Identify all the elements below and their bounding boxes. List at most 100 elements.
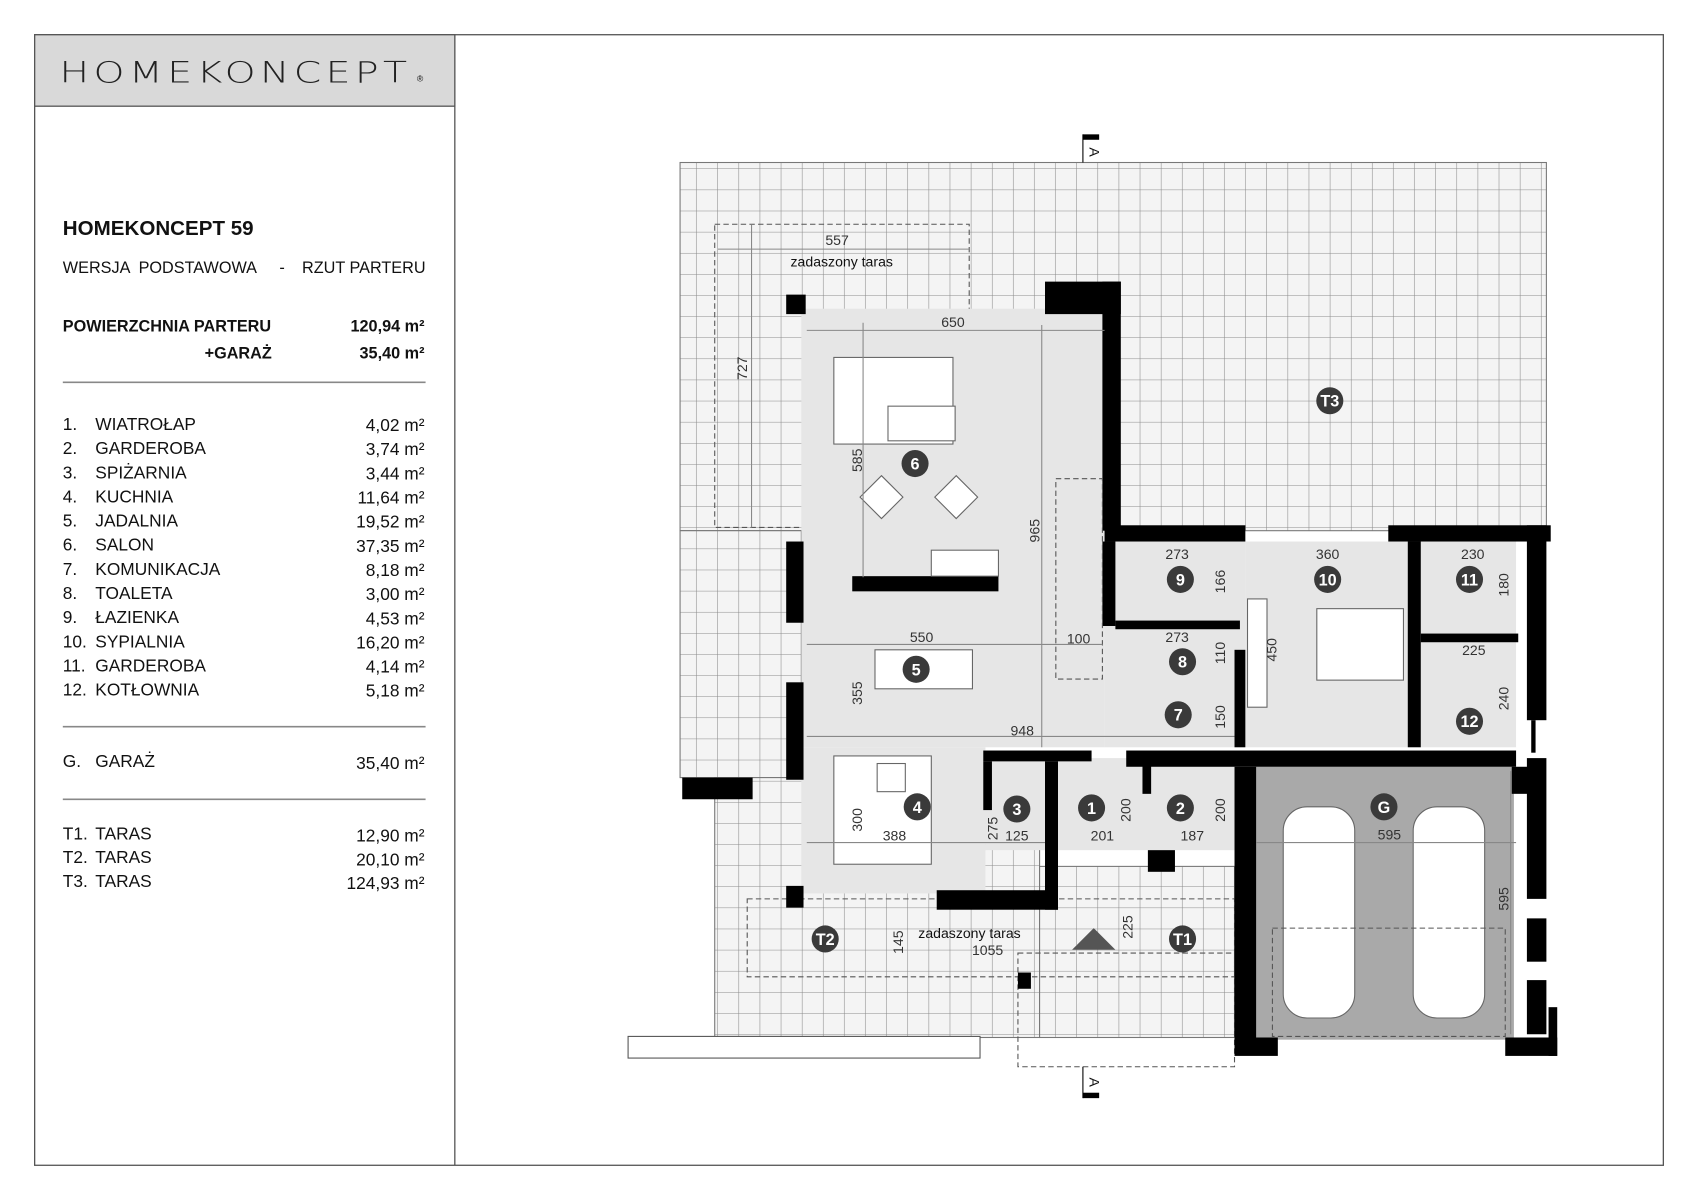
- room-number: 4.: [63, 486, 77, 506]
- room-area: 3,00 m²: [366, 584, 425, 604]
- room-area: 11,64 m²: [357, 488, 424, 508]
- room-area: 4,14 m²: [366, 657, 425, 677]
- garage-value: 35,40 m²: [360, 345, 426, 363]
- terrace-number: T3.: [63, 871, 88, 891]
- room-name: TOALETA: [95, 583, 173, 603]
- room-marker-label: T1: [1173, 931, 1192, 949]
- dimension-label: 1055: [972, 942, 1003, 958]
- room-marker-badge: [1316, 387, 1344, 415]
- room-marker: T1: [1168, 925, 1197, 953]
- garage-row-area: 35,40 m²: [356, 753, 425, 773]
- dimension-label: 948: [1011, 722, 1035, 738]
- room-area: 16,20 m²: [356, 632, 425, 652]
- area-value: 120,94 m²: [350, 317, 425, 335]
- dimension-lines: [717, 224, 1517, 1035]
- garage-row-name: GARAŻ: [95, 751, 155, 771]
- room-area: 19,52 m²: [356, 512, 425, 532]
- dimension-label: 240: [1495, 687, 1511, 711]
- room-marker: T2: [811, 925, 839, 953]
- section-line-top: [1082, 134, 1100, 140]
- room-marker-label: 7: [1174, 707, 1183, 725]
- room-marker-badge: [901, 450, 929, 478]
- dimension-label: 273: [1165, 546, 1189, 562]
- room-marker-label: T3: [1320, 393, 1339, 411]
- room-marker: 2: [1166, 794, 1194, 822]
- room-marker-badge: [1455, 707, 1484, 735]
- room-number: 3.: [63, 462, 77, 482]
- room-marker-label: 5: [912, 661, 921, 679]
- room-marker: 7: [1164, 701, 1192, 729]
- room-name: SALON: [95, 535, 154, 555]
- dimension-label: 450: [1264, 638, 1280, 662]
- room-marker: 12: [1455, 707, 1484, 735]
- dimension-label: 200: [1118, 798, 1134, 822]
- dimension-label: 360: [1316, 546, 1340, 562]
- room-marker-badge: [1166, 794, 1194, 822]
- dimension-label: 166: [1212, 570, 1228, 594]
- room-marker-badge: [1164, 701, 1192, 729]
- garage-row-no: G.: [63, 751, 81, 771]
- room-marker: 6: [901, 450, 929, 478]
- dimension-label: 125: [1005, 827, 1029, 843]
- car: [1412, 806, 1486, 1019]
- room-area: 4,02 m²: [366, 415, 425, 435]
- terrace-west-tiles: [679, 530, 802, 779]
- sidebar: HOMEKONCEPT 59 WERSJA PODSTAWOWA - RZUT …: [62, 217, 426, 893]
- subtitle-separator: -: [279, 259, 284, 277]
- room-marker-label: 3: [1012, 801, 1021, 819]
- room-marker-badge: [1003, 795, 1031, 823]
- room-area: 3,44 m²: [366, 463, 425, 483]
- room-marker: 11: [1455, 565, 1484, 593]
- car: [1282, 806, 1356, 1019]
- dimension-label: 230: [1461, 546, 1485, 562]
- room-number: 5.: [63, 511, 77, 531]
- room-marker-badge: [811, 925, 839, 953]
- registered-mark: ®: [417, 73, 424, 83]
- dimension-label: 225: [1462, 642, 1486, 658]
- room-name: WIATROŁAP: [95, 414, 196, 434]
- room-number: 12.: [63, 680, 87, 700]
- dimension-label: 388: [883, 827, 907, 843]
- walls: [682, 281, 1558, 1056]
- terrace-name: TARAS: [95, 847, 151, 867]
- room-number: 1.: [63, 414, 77, 434]
- room-area: 37,35 m²: [356, 536, 425, 556]
- section-line-bottom: [1082, 1092, 1100, 1099]
- entrance-arrow-icon: [1072, 928, 1116, 950]
- room-name: SYPIALNIA: [95, 631, 185, 651]
- path-strip: [627, 1035, 981, 1059]
- dimension-label: 595: [1495, 887, 1511, 911]
- dimension-label: 595: [1378, 826, 1402, 842]
- covered-terrace-label: zadaszony taras: [918, 925, 1020, 941]
- dimension-label: 585: [849, 448, 865, 472]
- garage-label: +GARAŻ: [205, 345, 272, 363]
- room-marker: 9: [1166, 565, 1194, 593]
- room-marker-label: 2: [1176, 800, 1185, 818]
- room-name: GARDEROBA: [95, 655, 206, 675]
- room-marker-label: 12: [1460, 713, 1478, 731]
- room-area: 5,18 m²: [366, 681, 425, 701]
- dimension-label: 225: [1120, 915, 1136, 939]
- coffee-table: [887, 405, 956, 442]
- room-area: 3,74 m²: [366, 439, 425, 459]
- room-marker-badge: [1314, 565, 1342, 593]
- room-marker: 1: [1078, 794, 1106, 822]
- room-marker: T3: [1316, 387, 1344, 415]
- subtitle-version: WERSJA PODSTAWOWA: [63, 259, 257, 277]
- wardrobe: [1246, 598, 1268, 708]
- dimension-label: 273: [1165, 629, 1189, 645]
- room-number: 9.: [63, 607, 77, 627]
- room-number: 8.: [63, 583, 77, 603]
- brand-logo: HOMEKONCEPT: [60, 55, 412, 89]
- dimension-label: 965: [1027, 519, 1043, 543]
- room-marker-badge: [1455, 565, 1484, 593]
- armchair: [934, 474, 979, 520]
- room-marker-label: 6: [911, 456, 920, 474]
- room-name: SPIŻARNIA: [95, 462, 187, 482]
- room-marker-badge: [1166, 565, 1194, 593]
- armchair: [859, 474, 904, 520]
